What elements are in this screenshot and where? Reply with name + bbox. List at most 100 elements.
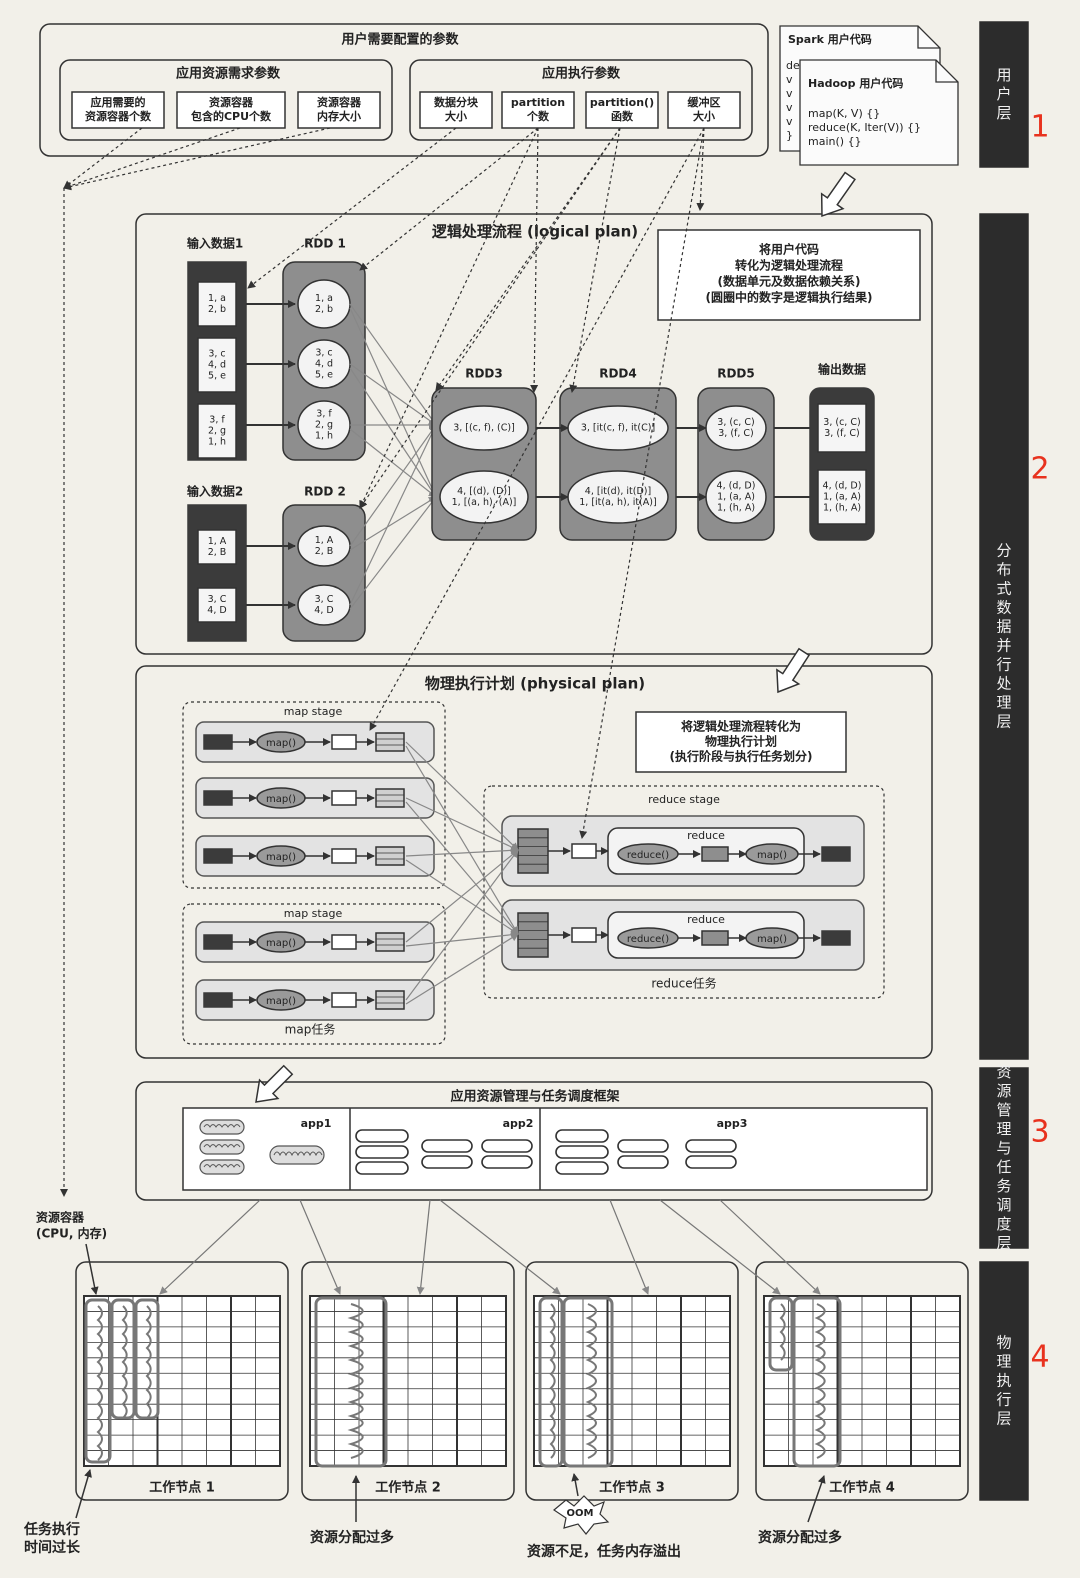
oom-label: OOM <box>567 1508 594 1519</box>
param-label: 函数 <box>611 109 634 123</box>
layer-label-char: 理 <box>996 694 1011 712</box>
app2-container <box>421 1139 473 1153</box>
hadoop-code-line: map(K, V) {} <box>808 107 880 120</box>
layer-label-char: 管 <box>996 1101 1011 1119</box>
shuffle-buffer <box>517 828 549 874</box>
input1-cell-text: 3, c <box>208 349 225 360</box>
hadoop-code-line: reduce(K, Iter(V)) {} <box>808 121 921 134</box>
worker-node-label: 工作节点 4 <box>829 1480 895 1496</box>
rdd3-partition <box>439 405 529 451</box>
logical-plan-title: 逻辑处理流程 (logical plan) <box>432 223 638 241</box>
map-input-block <box>203 790 233 806</box>
param-line <box>359 127 539 271</box>
logical-plan-note-line: 转化为逻辑处理流程 <box>735 258 843 273</box>
shuffle-arrow <box>349 428 437 498</box>
param-label: 资源容器 <box>317 95 362 109</box>
output-cell-text: 4, (d, D) <box>823 481 862 492</box>
container-label: (CPU, 内存) <box>36 1226 107 1241</box>
output-cell <box>817 469 867 525</box>
rdd5-partition-text: 3, (c, C) <box>717 417 754 428</box>
logical-to-physical-arrow <box>776 647 811 694</box>
node3-annotation-arrow <box>571 1473 580 1497</box>
input1-cell-text: 1, a <box>208 293 226 304</box>
map-buffer <box>375 990 405 1010</box>
layer-label-char: 度 <box>996 1215 1011 1233</box>
input1-label: 输入数据1 <box>187 236 243 251</box>
rdd4-partition-text: 4, [it(d), it(D)] <box>585 486 651 497</box>
layer-label-char: 与 <box>996 1139 1011 1157</box>
input1-cell-text: 2, g <box>208 426 226 437</box>
layer-label-char: 源 <box>996 1082 1011 1100</box>
rdd1-partition-text: 3, c <box>315 348 332 359</box>
param-label: 大小 <box>445 109 467 123</box>
rdd4-partition-text: 3, [it(c, f), it(C)] <box>581 423 655 434</box>
map-reduce-shuffle <box>405 741 519 851</box>
shuffle-buffer <box>517 912 549 958</box>
shuffle-arrow <box>349 424 437 606</box>
param-line <box>359 127 621 509</box>
input1-cell-text: 4, d <box>208 360 226 371</box>
reduce-map-fn-label: map() <box>757 850 787 861</box>
shuffle-arrow <box>349 363 437 426</box>
rdd5-partition-text: 1, (h, A) <box>717 503 755 514</box>
map-reduce-shuffle <box>405 801 519 935</box>
layer-bar <box>979 1067 1029 1249</box>
shuffle-arrow <box>349 496 437 610</box>
physical-plan-note-line: 将逻辑处理流程转化为 <box>681 719 801 734</box>
layer-label-char: 行 <box>996 1391 1011 1409</box>
input1-cell-text: 2, b <box>208 304 226 315</box>
param-label: partition() <box>590 96 654 109</box>
rdd2-partition-text: 3, C <box>315 594 334 605</box>
app-label: app2 <box>503 1117 534 1130</box>
param-label: 大小 <box>693 109 715 123</box>
map-reduce-shuffle <box>405 797 519 851</box>
exec-params-title: 应用执行参数 <box>542 66 621 82</box>
rdd2-partition-text: 2, B <box>315 546 334 557</box>
input2-cell-text: 2, B <box>208 547 227 558</box>
param-line <box>696 127 705 211</box>
layer-label-char: 层 <box>996 713 1011 731</box>
layer-label-char: 处 <box>996 675 1011 693</box>
layer-label-char: 务 <box>996 1177 1011 1195</box>
param-label: 资源容器 <box>209 95 254 109</box>
param-line <box>369 127 705 731</box>
spark-code-title: Spark 用户代码 <box>788 32 872 46</box>
user-config-box <box>39 23 769 157</box>
logical-plan-note-line: 将用户代码 <box>759 242 819 257</box>
layer-label-char: 层 <box>996 104 1011 122</box>
input1-cell <box>197 337 237 393</box>
app2-container <box>355 1145 409 1159</box>
map-buffer <box>375 846 405 866</box>
physical-plan-note <box>635 711 847 773</box>
output-cell-text: 1, (h, A) <box>823 503 861 514</box>
node3-container-wave <box>585 1303 597 1459</box>
map-stage-label: map stage <box>284 705 343 718</box>
param-box <box>297 91 381 129</box>
container-pointer <box>85 1243 99 1295</box>
map-buffer <box>375 932 405 952</box>
map-reduce-shuffle <box>405 849 519 1001</box>
layer-label-char: 任 <box>996 1158 1011 1176</box>
scheduler-title: 应用资源管理与任务调度框架 <box>450 1089 619 1105</box>
layer-label-char: 分 <box>996 542 1011 560</box>
map-buffer <box>375 732 405 752</box>
shuffle-arrow <box>349 303 437 426</box>
map-reduce-shuffle <box>405 849 519 943</box>
output-label: 输出数据 <box>818 362 866 377</box>
layer-label-char: 行 <box>996 656 1011 674</box>
map-stage-2 <box>182 903 446 1045</box>
layer-label-char: 调 <box>996 1196 1011 1214</box>
rdd5-label: RDD5 <box>717 367 755 381</box>
app1-container <box>269 1145 325 1165</box>
shuffle-arrow <box>349 307 437 498</box>
reduce-fn-group-label: reduce <box>687 829 725 842</box>
param-line <box>579 127 705 839</box>
rdd3-partition-text: 1, [(a, h), (A)] <box>452 497 517 508</box>
map-stage-label: map stage <box>284 907 343 920</box>
schedule-arrow <box>659 1199 781 1295</box>
resource-params-title: 应用资源需求参数 <box>176 66 281 82</box>
logical-plan-note-line: (圆圈中的数字是逻辑执行结果) <box>706 290 873 305</box>
rdd1-partition-text: 4, d <box>315 359 333 370</box>
rdd5-partition-text: 3, (f, C) <box>718 428 754 439</box>
